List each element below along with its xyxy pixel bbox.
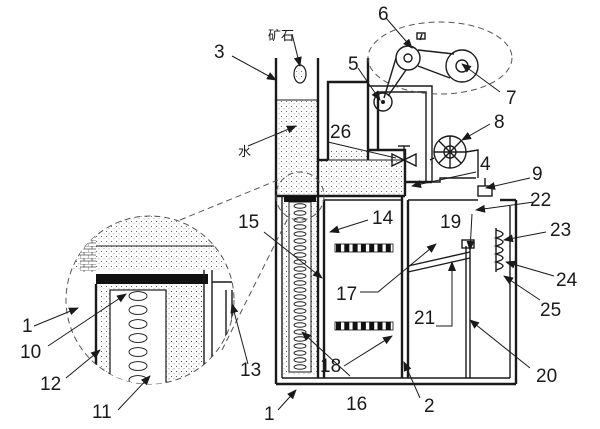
label-16: 16 bbox=[346, 394, 367, 415]
column-tube bbox=[274, 58, 320, 196]
callout-labels: 矿石 水 3 6 5 7 8 26 4 9 22 19 23 24 25 20 … bbox=[20, 4, 578, 425]
label-19: 19 bbox=[440, 212, 461, 233]
connector-box bbox=[477, 178, 493, 197]
label-26: 26 bbox=[330, 122, 351, 143]
label-21: 21 bbox=[414, 308, 435, 329]
label-3: 3 bbox=[214, 42, 225, 63]
fan-motor bbox=[429, 135, 479, 178]
label-18: 18 bbox=[320, 356, 341, 377]
filter-column bbox=[283, 196, 317, 376]
label-10: 10 bbox=[20, 342, 41, 363]
valve bbox=[391, 145, 417, 168]
label-23: 23 bbox=[550, 220, 571, 241]
label-6: 6 bbox=[378, 4, 389, 25]
water-body bbox=[319, 159, 405, 196]
label-8: 8 bbox=[494, 112, 505, 133]
label-4: 4 bbox=[480, 154, 491, 175]
label-22: 22 bbox=[530, 190, 551, 211]
label-25: 25 bbox=[540, 300, 561, 321]
label-12: 12 bbox=[40, 374, 61, 395]
label-5: 5 bbox=[348, 54, 359, 75]
screen-18 bbox=[334, 321, 394, 331]
label-1-bottom: 1 bbox=[264, 404, 275, 425]
label-15: 15 bbox=[238, 212, 259, 233]
screen-17 bbox=[334, 243, 394, 253]
label-24: 24 bbox=[556, 270, 578, 291]
label-1-left: 1 bbox=[22, 316, 33, 337]
label-20: 20 bbox=[536, 366, 557, 387]
leader-lines bbox=[33, 17, 555, 411]
label-9: 9 bbox=[532, 164, 543, 185]
label-ore: 矿石 bbox=[268, 29, 294, 44]
label-2: 2 bbox=[424, 396, 435, 417]
label-11: 11 bbox=[92, 402, 112, 423]
pulley-assembly bbox=[367, 21, 513, 99]
label-17: 17 bbox=[336, 284, 357, 305]
label-14: 14 bbox=[372, 208, 394, 229]
label-13: 13 bbox=[240, 360, 261, 381]
label-7: 7 bbox=[506, 88, 517, 109]
label-water: 水 bbox=[238, 145, 251, 160]
